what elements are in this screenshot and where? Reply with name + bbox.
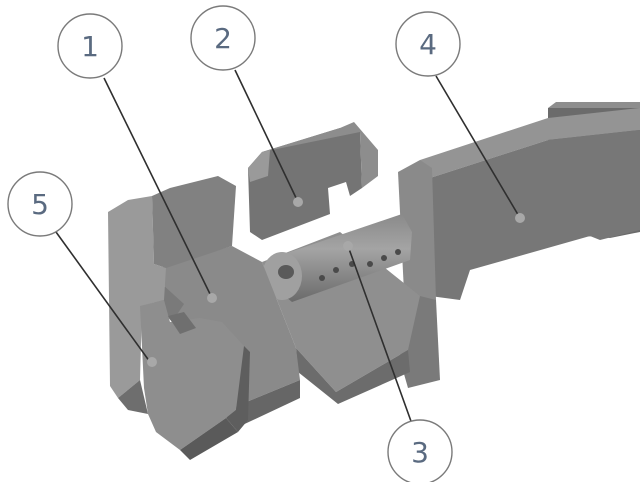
callout-2: 2 xyxy=(190,5,256,71)
leader-line-4 xyxy=(435,75,521,219)
leader-line-3 xyxy=(347,245,413,425)
callout-3: 3 xyxy=(387,419,453,485)
callout-2-label: 2 xyxy=(214,22,232,55)
part-5-jaw xyxy=(108,176,250,460)
callout-1-label: 1 xyxy=(81,30,99,63)
callout-4: 4 xyxy=(395,11,461,77)
leader-line-5 xyxy=(55,231,151,363)
part-4-body xyxy=(398,102,640,388)
leader-lines xyxy=(55,69,525,425)
callout-5-label: 5 xyxy=(31,188,49,221)
leader-line-1 xyxy=(103,77,213,299)
callout-3-label: 3 xyxy=(411,436,429,469)
part-3-slider xyxy=(262,214,420,404)
leader-line-2 xyxy=(234,69,299,203)
callout-5: 5 xyxy=(7,171,73,237)
callout-1: 1 xyxy=(57,13,123,79)
callout-4-label: 4 xyxy=(419,28,437,61)
